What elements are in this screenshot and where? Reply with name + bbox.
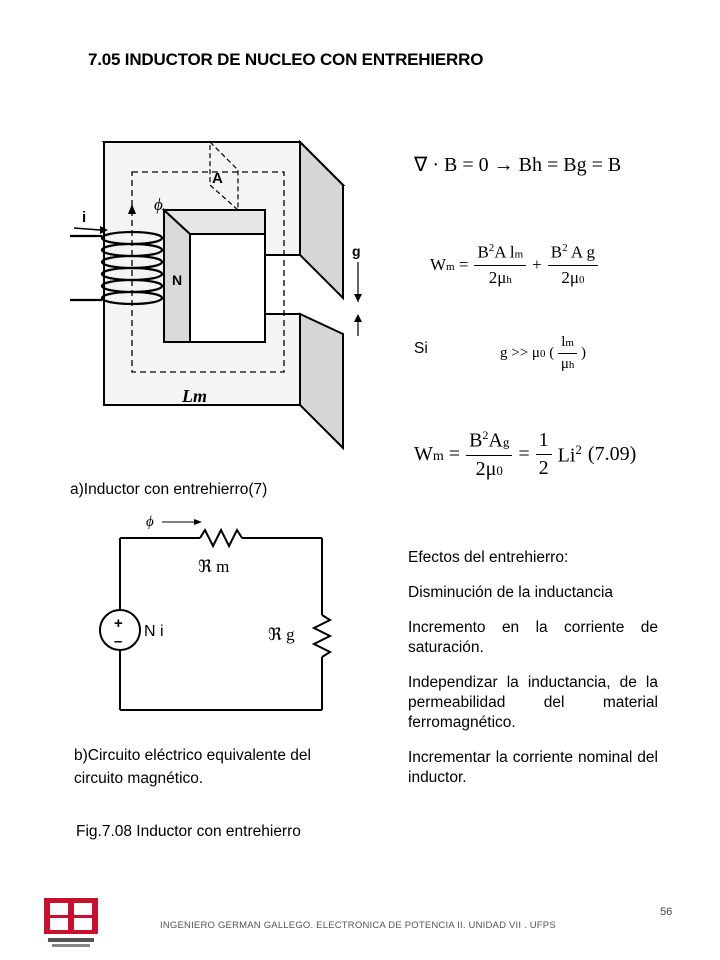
effect-item: Disminución de la inductancia xyxy=(408,584,614,601)
caption-figure-b-line2: circuito magnético. xyxy=(74,770,204,787)
gapped-core-figure: A ϕ i g N Lm xyxy=(70,139,362,450)
label-g: g xyxy=(352,243,361,259)
rm-label: ℜ m xyxy=(198,557,229,576)
minus-sign: – xyxy=(114,633,122,650)
page-number: 56 xyxy=(660,906,673,918)
plus-sign: + xyxy=(114,615,123,632)
page-title: 7.05 INDUCTOR DE NUCLEO CON ENTREHIERRO xyxy=(88,50,484,69)
label-Lm: Lm xyxy=(181,386,207,406)
rg-label: ℜ g xyxy=(268,625,295,644)
condition-si: Si xyxy=(414,340,428,357)
equivalent-circuit-figure: ϕ ℜ m ℜ g + – N i xyxy=(99,514,333,711)
caption-figure-b-line1: b)Circuito eléctrico equivalente del xyxy=(74,747,311,764)
effect-item: Incremento en la corriente de saturación… xyxy=(408,619,658,656)
label-i: i xyxy=(82,209,86,226)
ni-label: N i xyxy=(144,623,164,640)
effects-list: Efectos del entrehierro: Disminución de … xyxy=(408,548,658,803)
caption-figure-a: a)Inductor con entrehierro(7) xyxy=(70,481,268,498)
label-A: A xyxy=(212,170,223,187)
effects-heading: Efectos del entrehierro: xyxy=(408,549,569,566)
equation-number: (7.09) xyxy=(587,442,637,465)
effect-item: Incrementar la corriente nominal del ind… xyxy=(408,749,658,786)
effect-item: Independizar la inductancia, de la perme… xyxy=(408,674,658,731)
figure-caption: Fig.7.08 Inductor con entrehierro xyxy=(76,823,301,840)
equation-divergence: ∇ · B = 0 → Bh = Bg = B xyxy=(414,154,622,176)
footer-text: INGENIERO GERMAN GALLEGO. ELECTRONICA DE… xyxy=(160,920,556,931)
circuit-phi-label: ϕ xyxy=(146,514,154,530)
university-logo xyxy=(44,898,98,947)
label-N: N xyxy=(172,272,182,288)
label-phi: ϕ xyxy=(154,195,163,214)
